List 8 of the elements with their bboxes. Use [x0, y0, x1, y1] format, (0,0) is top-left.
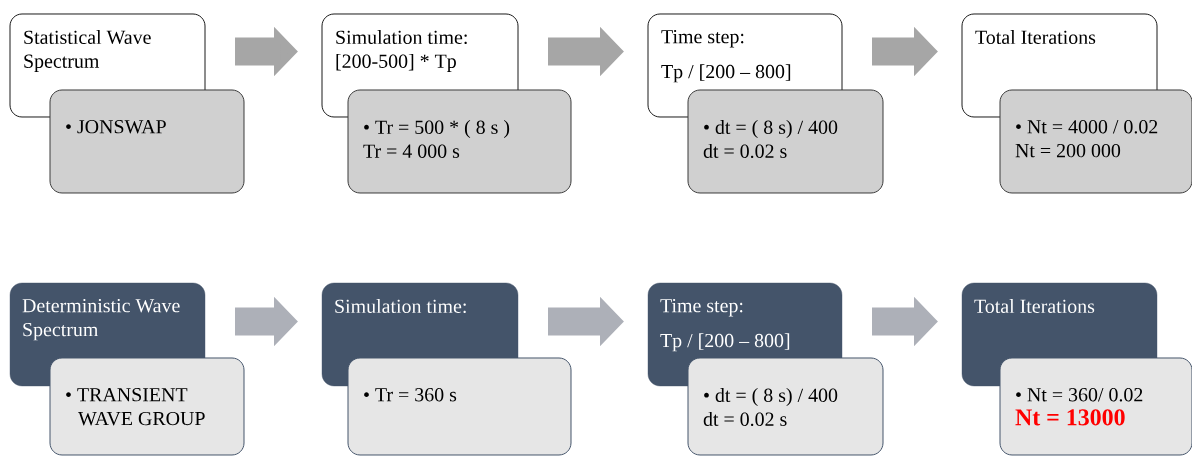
- detail-box: • dt = ( 8 s) / 400 dt = 0.02 s: [687, 357, 884, 456]
- detail-box: • TRANSIENT WAVE GROUP: [49, 357, 245, 456]
- detail-box: • dt = ( 8 s) / 400 dt = 0.02 s: [687, 89, 884, 194]
- detail-box: • Nt = 360/ 0.02 Nt = 13000: [999, 357, 1192, 456]
- detail-box: • Tr = 360 s: [347, 357, 572, 456]
- detail-box: • Tr = 500 * ( 8 s ) Tr = 4 000 s: [347, 89, 572, 194]
- detail-box: • JONSWAP: [49, 89, 245, 194]
- detail-box: • Nt = 4000 / 0.02 Nt = 200 000: [999, 89, 1192, 194]
